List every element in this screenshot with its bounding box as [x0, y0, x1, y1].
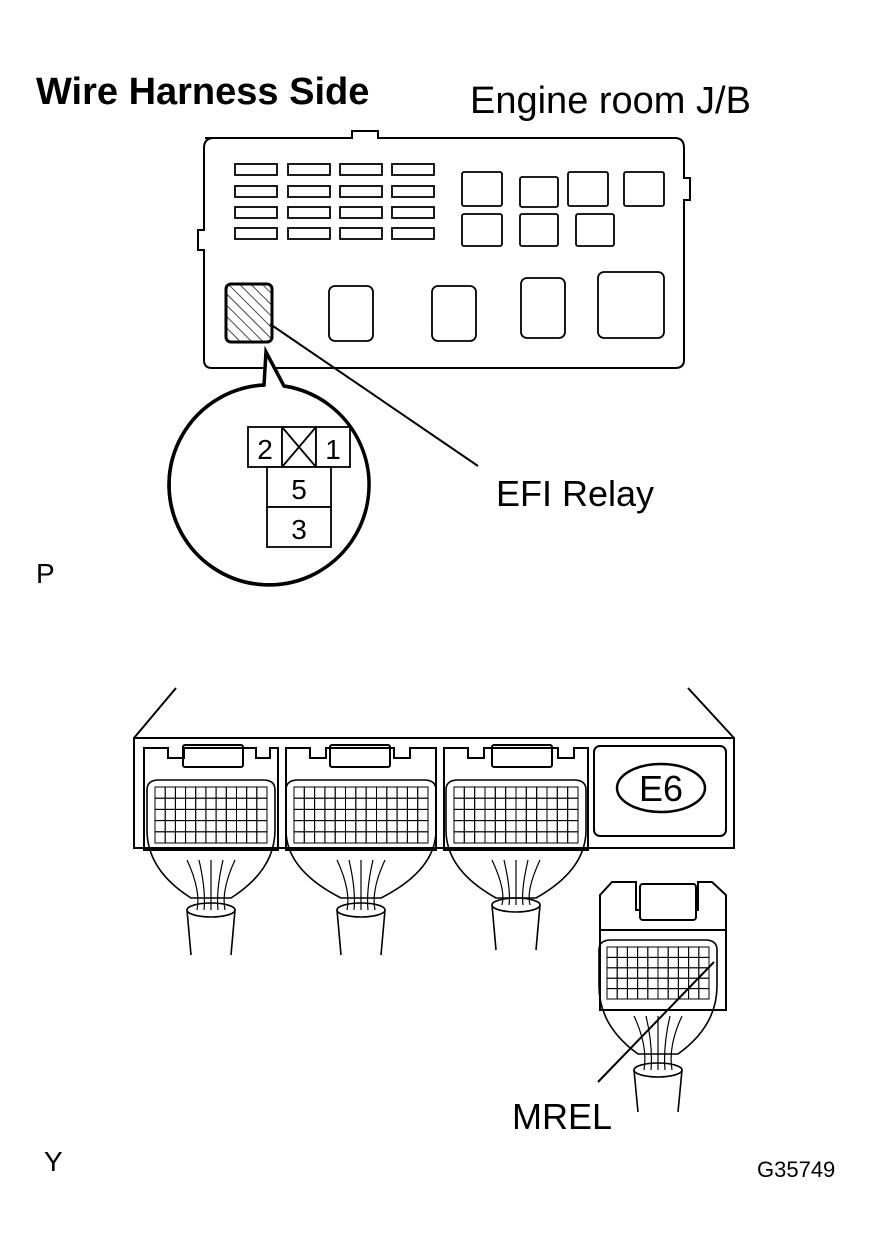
relay-pin-5: 5	[291, 474, 307, 505]
ecu-connector-plugs	[146, 779, 587, 956]
figure-id: G35749	[757, 1157, 835, 1182]
connector-plug-4	[598, 939, 718, 1113]
title-wire-harness-side: Wire Harness Side	[36, 71, 369, 113]
connector-code-label: E6	[639, 768, 683, 809]
junction-block	[197, 130, 691, 369]
marker-p: P	[36, 558, 55, 589]
relay-pin-2: 2	[257, 434, 273, 465]
fuse-grid	[234, 163, 435, 240]
efi-relay-socket	[224, 282, 274, 344]
connector-plug-3	[445, 779, 587, 951]
relay-pin-3: 3	[291, 514, 307, 545]
mrel-leader	[597, 961, 715, 1083]
ecu-body	[133, 687, 735, 851]
relay-pin-1: 1	[325, 434, 341, 465]
e6-connector	[599, 881, 727, 1011]
connector-plug-2	[285, 779, 437, 956]
marker-y: Y	[44, 1146, 63, 1177]
relay-pin-layout	[247, 426, 351, 548]
small-relay-sockets	[461, 171, 665, 247]
connector-plug-1	[146, 779, 276, 956]
e6-connector-grid	[598, 939, 718, 1113]
mrel-label: MREL	[512, 1096, 612, 1137]
location-label: Engine room J/B	[470, 80, 751, 122]
efi-relay-leader	[269, 323, 479, 467]
efi-relay-label: EFI Relay	[496, 473, 654, 514]
large-relay-sockets	[328, 271, 665, 342]
e6-badge	[615, 762, 707, 814]
